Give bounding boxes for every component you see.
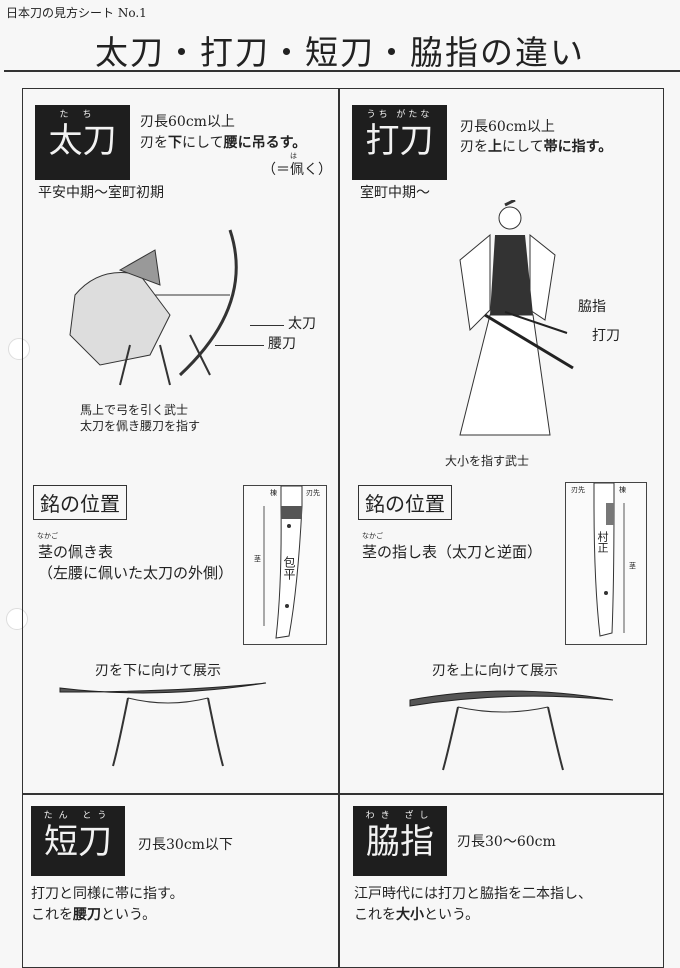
uchigatana-badge: うち がたな 打刀 bbox=[352, 105, 447, 180]
uchigatana-length: 刃長60cm以上 bbox=[460, 119, 555, 135]
caption-line2: 太刀を佩き腰刀を指す bbox=[80, 419, 201, 433]
tanto-length: 刃長30cm以下 bbox=[138, 837, 233, 853]
uchigatana-name: 打刀 bbox=[365, 121, 434, 161]
tanto-text2: これを腰刀という。 bbox=[31, 907, 157, 923]
nakago-diagram: 棟 刃先 茎 包平 bbox=[243, 485, 327, 645]
tanto-text1: 打刀と同様に帯に指す。 bbox=[31, 886, 184, 902]
label-koshigatana: 腰刀 bbox=[268, 336, 296, 352]
mei-title: 銘の位置 bbox=[358, 485, 452, 520]
wakizashi-name: 脇指 bbox=[366, 822, 434, 862]
uchigatana-ruby: うち がたな bbox=[366, 110, 433, 120]
wakizashi-badge: わき ざし 脇指 bbox=[353, 806, 447, 876]
nakago-diagram: 刃先 棟 茎 村正 bbox=[565, 482, 647, 645]
tachi-badge: たち 太刀 bbox=[35, 105, 130, 180]
wakizashi-text2: これを大小という。 bbox=[354, 907, 480, 923]
display-caption: 刃を上に向けて展示 bbox=[432, 663, 558, 679]
diagram-hasaki: 刃先 bbox=[306, 489, 320, 497]
uchigatana-period: 室町中期〜 bbox=[360, 185, 430, 201]
tachi-wearing: 刃を下にして腰に吊るす。 bbox=[140, 135, 307, 151]
wakizashi-text1: 江戸時代には打刀と脇指を二本指し、 bbox=[354, 886, 592, 902]
label-tachi: 太刀 bbox=[288, 316, 316, 332]
display-caption: 刃を下に向けて展示 bbox=[95, 663, 221, 679]
tachi-length: 刃長60cm以上 bbox=[140, 114, 235, 130]
signature-kanehira: 包平 bbox=[282, 556, 296, 580]
label-leader-tachi bbox=[250, 325, 284, 326]
column-divider bbox=[338, 88, 340, 968]
title-rule bbox=[4, 70, 680, 72]
signature-muramasa: 村正 bbox=[596, 531, 609, 553]
nakago-ruby: なかご bbox=[37, 532, 58, 540]
tanto-name: 短刀 bbox=[44, 822, 112, 862]
mei-text1: 茎の指し表（太刀と逆面） bbox=[362, 543, 543, 561]
tachi-ruby: たち bbox=[59, 110, 106, 120]
row-divider bbox=[22, 793, 664, 795]
sheet-label: 日本刀の見方シート No.1 bbox=[6, 6, 147, 20]
tachi-period: 平安中期〜室町初期 bbox=[38, 185, 164, 201]
label-leader-koshigatana bbox=[215, 345, 264, 346]
wakizashi-length: 刃長30〜60cm bbox=[457, 834, 556, 850]
label-wakizashi: 脇指 bbox=[578, 299, 606, 315]
mounted-archer-illustration bbox=[69, 229, 238, 386]
sword-stand-illustration bbox=[59, 682, 267, 767]
mei-text2: （左腰に佩いた太刀の外側） bbox=[38, 564, 234, 582]
mei-title: 銘の位置 bbox=[33, 485, 127, 520]
caption-line1: 馬上で弓を引く武士 bbox=[80, 403, 189, 417]
page-title: 太刀・打刀・短刀・脇指の違い bbox=[95, 33, 585, 72]
mei-text1: 茎の佩き表 bbox=[38, 543, 114, 561]
tanto-ruby: たん とう bbox=[43, 811, 113, 821]
uchigatana-wearing: 刃を上にして帯に指す。 bbox=[460, 139, 613, 155]
samurai-caption: 大小を指す武士 bbox=[445, 454, 530, 468]
tachi-note: （＝佩く） bbox=[262, 162, 332, 178]
tachi-note-ruby: は bbox=[290, 152, 297, 160]
wakizashi-ruby: わき ざし bbox=[365, 811, 435, 821]
tachi-name: 太刀 bbox=[48, 121, 117, 161]
tanto-badge: たん とう 短刀 bbox=[31, 806, 125, 876]
diagram-mune: 棟 bbox=[270, 489, 277, 497]
nakago-ruby: なかご bbox=[362, 532, 383, 540]
punch-hole bbox=[8, 338, 30, 360]
diagram-mune: 棟 bbox=[619, 486, 626, 494]
diagram-nakago: 茎 bbox=[254, 555, 261, 563]
label-uchigatana: 打刀 bbox=[592, 328, 620, 344]
samurai-illustration bbox=[459, 200, 574, 436]
diagram-nakago: 茎 bbox=[629, 562, 636, 570]
diagram-hasaki: 刃先 bbox=[571, 486, 585, 494]
sword-stand-illustration bbox=[409, 690, 614, 771]
